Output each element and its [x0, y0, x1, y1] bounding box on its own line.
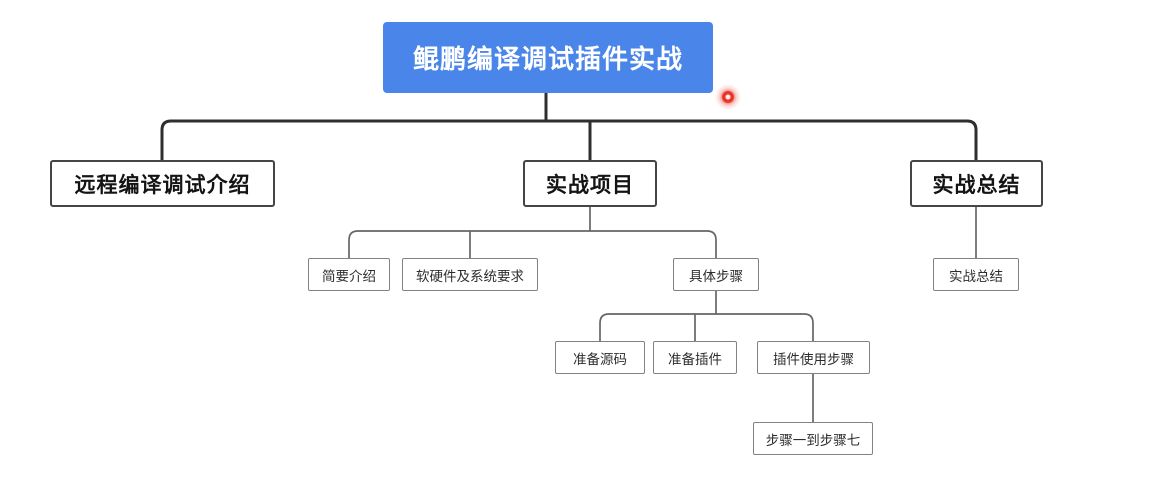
node-concrete-steps[interactable]: 具体步骤: [673, 258, 759, 291]
node-prepare-source-code[interactable]: 准备源码: [555, 341, 645, 374]
connector-level4-rail: [599, 313, 814, 341]
node-practical-summary[interactable]: 实战总结: [910, 160, 1043, 207]
node-steps-one-to-seven[interactable]: 步骤一到步骤七: [753, 422, 873, 455]
node-prepare-plugin[interactable]: 准备插件: [653, 341, 737, 374]
node-plugin-usage-steps[interactable]: 插件使用步骤: [757, 341, 870, 374]
node-root[interactable]: 鲲鹏编译调试插件实战: [383, 22, 713, 93]
connector-level2-rail: [160, 119, 978, 160]
connector-level3-rail: [348, 230, 717, 258]
node-practical-project[interactable]: 实战项目: [523, 160, 657, 207]
node-practical-summary-child[interactable]: 实战总结: [933, 258, 1019, 291]
node-remote-compile-debug-intro[interactable]: 远程编译调试介绍: [50, 160, 275, 207]
node-brief-intro[interactable]: 简要介绍: [308, 258, 390, 291]
node-hw-sw-system-requirements[interactable]: 软硬件及系统要求: [402, 258, 538, 291]
laser-pointer-dot: [714, 83, 742, 111]
